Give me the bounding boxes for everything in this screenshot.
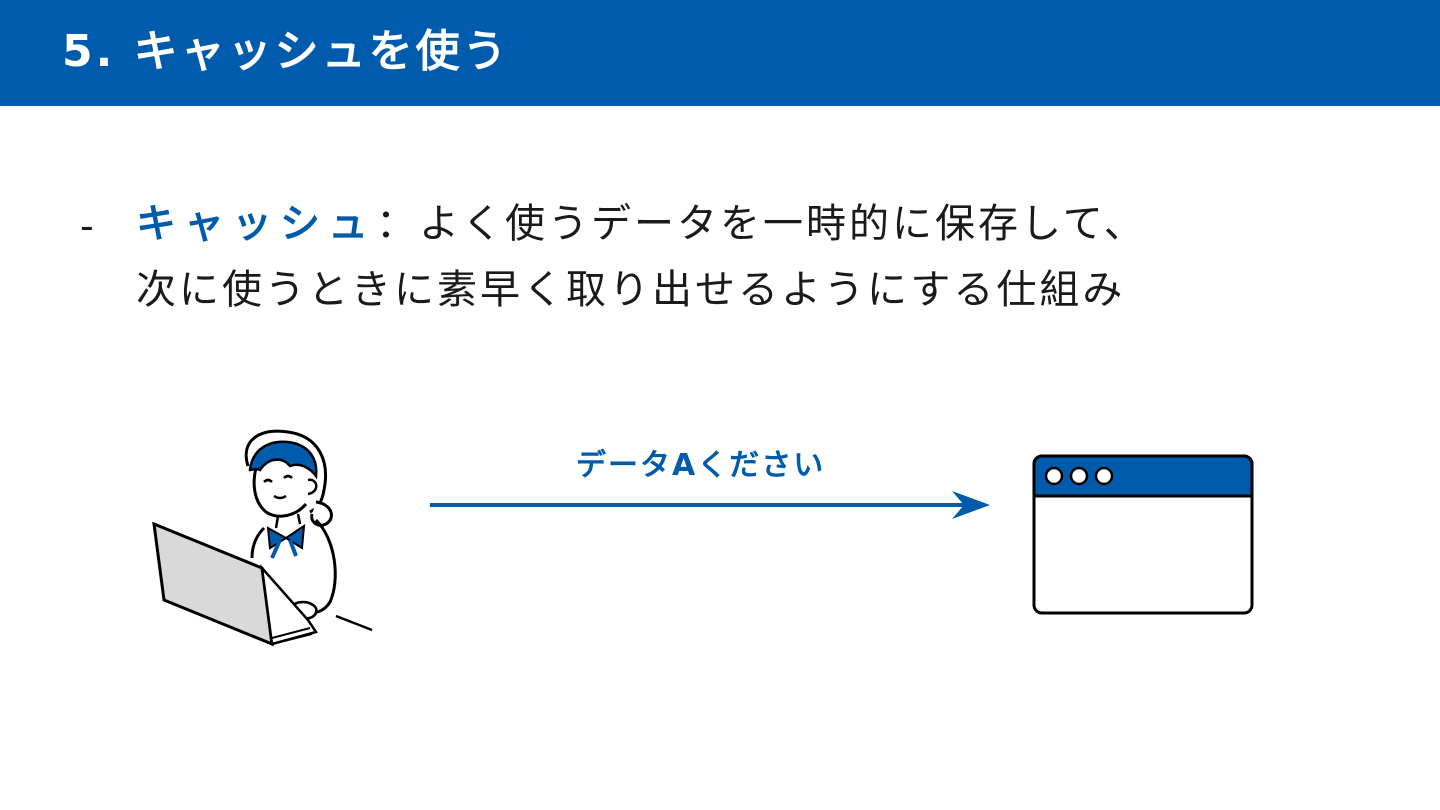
slide-title: 5. キャッシュを使う (62, 24, 510, 80)
request-arrow (420, 480, 1000, 530)
bullet-marker: - (80, 206, 94, 246)
title-bar: 5. キャッシュを使う (0, 0, 1440, 106)
definition-term: キャッシュ (136, 201, 376, 247)
definition-line-2: 次に使うときに素早く取り出せるようにする仕組み (136, 262, 1125, 318)
definition-text-1: ：よく使うデータを一時的に保存して、 (376, 201, 1147, 247)
browser-window-icon (1030, 452, 1258, 618)
person-with-laptop-illustration (140, 420, 380, 650)
definition-line-1: キャッシュ：よく使うデータを一時的に保存して、 (136, 196, 1147, 252)
